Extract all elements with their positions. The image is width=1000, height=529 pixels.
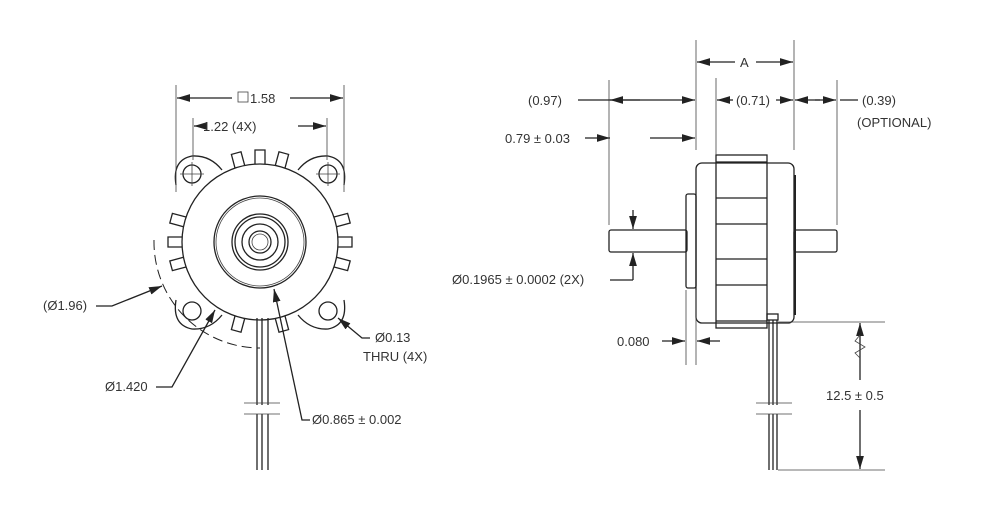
bolt-circle-dim: (Ø1.96): [43, 298, 87, 313]
cooling-fin: [169, 256, 189, 272]
body-len-dim: (0.71): [736, 93, 770, 108]
body-dia-dim: Ø1.420: [105, 379, 148, 394]
shaft-ext-dim: 0.79 ± 0.03: [505, 131, 570, 146]
cooling-fin: [331, 256, 351, 272]
lead-len-dim: 12.5 ± 0.5: [826, 388, 884, 403]
lead-wires: [244, 318, 280, 470]
square-dim: 1.58: [250, 91, 275, 106]
cooling-fin: [230, 151, 246, 171]
shaft-rear-note: (OPTIONAL): [857, 115, 931, 130]
pilot-dia-dim: Ø0.865 ± 0.002: [312, 412, 402, 427]
pilot-inner: [215, 197, 305, 287]
bearing-outer: [231, 213, 289, 271]
stator-body: [181, 163, 339, 321]
hole-spacing-dim: 1.22 (4X): [203, 119, 256, 134]
shaft-dia-dim: Ø0.1965 ± 0.0002 (2X): [452, 272, 584, 287]
shaft-circle: [248, 230, 272, 254]
bolt-circle-arc: [153, 239, 261, 349]
motor-body: [695, 162, 795, 324]
mounting-holes: [180, 162, 340, 321]
length-a-dim: A: [740, 55, 749, 70]
cooling-fin: [274, 313, 290, 333]
shaft-rear-dim: (0.39): [862, 93, 896, 108]
cooling-fin: [169, 212, 189, 228]
cooling-fin: [274, 151, 290, 171]
side-view: A (0.97) (0.71) (0.39) (OPTIONAL) 0.79 ±…: [452, 40, 931, 471]
rear-shaft: [793, 229, 838, 253]
hole-dia-dim: Ø0.13: [375, 330, 410, 345]
side-lead-wires: [756, 320, 792, 470]
front-view: 1.58 1.22 (4X) (Ø1.96) Ø1.420 Ø0.865 ± 0…: [43, 85, 427, 470]
stator-band: [715, 154, 768, 329]
cooling-fin: [254, 149, 266, 166]
cooling-fin: [230, 313, 246, 333]
cooling-fin: [167, 236, 184, 248]
cooling-fin: [336, 236, 353, 248]
cooling-fins: [167, 149, 353, 333]
pilot-outer: [213, 195, 307, 289]
shaft-front-dim: (0.97): [528, 93, 562, 108]
cooling-fin: [331, 212, 351, 228]
pilot-len-dim: 0.080: [617, 334, 650, 349]
front-shaft: [608, 229, 688, 253]
hole-note: THRU (4X): [363, 349, 427, 364]
